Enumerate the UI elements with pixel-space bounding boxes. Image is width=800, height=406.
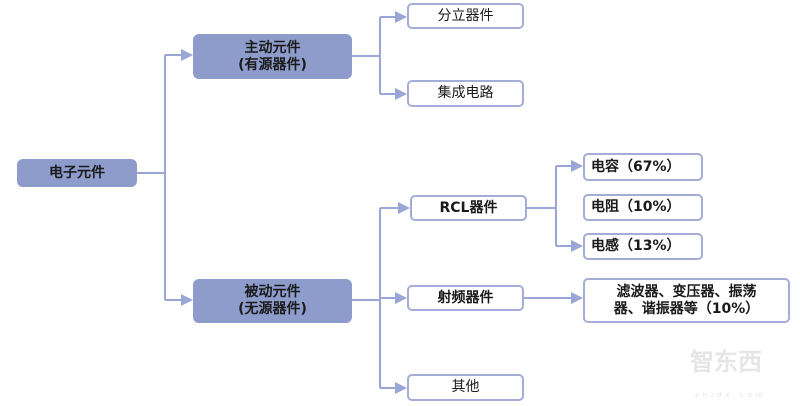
passive-subtitle: (无源器件) bbox=[238, 301, 307, 317]
watermark-logo: 智东西 bbox=[690, 348, 762, 376]
rf-node: 射频器件 bbox=[407, 285, 524, 311]
active-node: 主动元件(有源器件) bbox=[193, 34, 352, 79]
connector bbox=[352, 17, 381, 94]
other-node: 其他 bbox=[407, 374, 524, 401]
active-title: 主动元件 bbox=[244, 39, 301, 56]
capacitor-node: 电容（67%） bbox=[583, 153, 703, 181]
rf-detail-line1: 滤波器、变压器、振荡 bbox=[616, 283, 757, 300]
passive-title: 被动元件 bbox=[244, 284, 301, 300]
active-subtitle: (有源器件) bbox=[238, 56, 307, 73]
rcl-node: RCL器件 bbox=[410, 195, 527, 221]
connector bbox=[527, 166, 557, 246]
ic-node: 集成电路 bbox=[407, 80, 524, 107]
discrete-node: 分立器件 bbox=[407, 3, 524, 29]
rf-detail-line2: 器、谐振器等（10%） bbox=[613, 300, 760, 317]
connector bbox=[352, 208, 381, 388]
passive-node: 被动元件(无源器件) bbox=[193, 279, 352, 323]
rf-detail-node: 滤波器、变压器、振荡器、谐振器等（10%） bbox=[583, 278, 790, 323]
inductor-node: 电感（13%） bbox=[583, 233, 703, 260]
watermark-url: zhidx.com bbox=[695, 391, 767, 399]
root-node: 电子元件 bbox=[17, 159, 137, 187]
resistor-node: 电阻（10%） bbox=[583, 194, 703, 221]
